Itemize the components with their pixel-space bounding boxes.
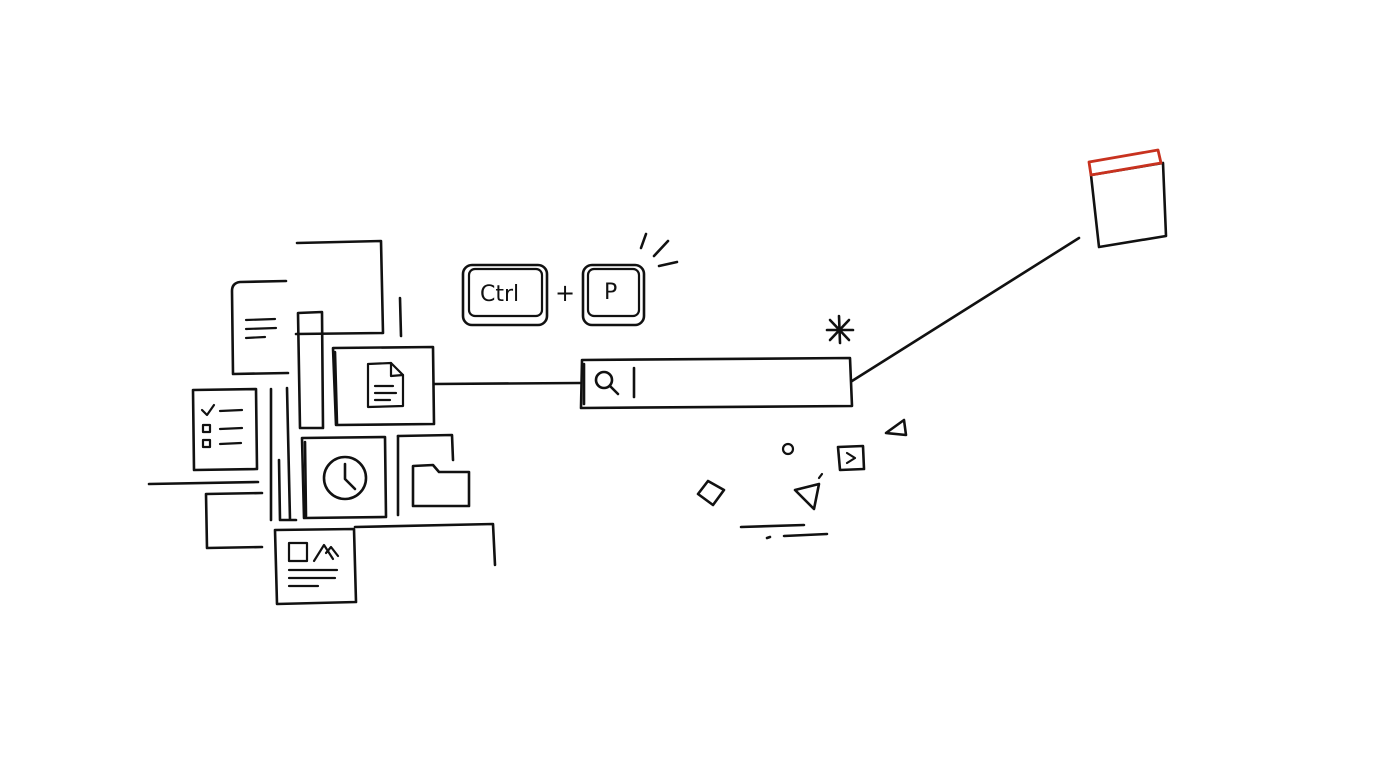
folder-tile xyxy=(396,433,471,517)
app-tile-cluster xyxy=(147,239,582,606)
checklist-icon xyxy=(191,387,259,472)
ctrl-key-label: Ctrl xyxy=(480,282,519,307)
target-window xyxy=(1087,148,1168,249)
tile-large-back-side xyxy=(398,296,403,338)
image-card-tile xyxy=(273,527,358,606)
connector-line-right xyxy=(850,236,1081,383)
folder-icon xyxy=(411,463,471,508)
key-press-burst xyxy=(639,232,679,268)
command-palette-search xyxy=(579,314,855,410)
base-line-left xyxy=(147,480,260,486)
search-bar xyxy=(579,356,854,410)
keyboard-shortcut: Ctrl + P xyxy=(461,232,679,327)
image-card-icon xyxy=(287,541,340,588)
fragment-underline xyxy=(739,523,829,540)
document-tile xyxy=(331,345,436,427)
terminal-chevron-icon xyxy=(836,444,866,472)
p-key: P xyxy=(581,263,646,327)
tile-large-back xyxy=(294,239,385,336)
tile-lower-left xyxy=(204,491,264,550)
fragment-circle xyxy=(781,442,795,456)
search-icon xyxy=(594,370,620,396)
fragment-diamond xyxy=(696,479,726,507)
plus-sign: + xyxy=(555,279,575,307)
p-key-label: P xyxy=(604,280,617,305)
document-icon xyxy=(366,361,405,409)
tall-panel xyxy=(296,310,325,430)
divider-lines xyxy=(269,386,298,522)
connector-line-left xyxy=(432,381,582,386)
fragment-tick xyxy=(817,472,824,480)
clock-tile xyxy=(300,435,388,520)
ctrl-key: Ctrl xyxy=(461,263,549,327)
text-lines-icon xyxy=(230,279,290,376)
window-title-bar xyxy=(1087,148,1163,177)
sparkle-icon xyxy=(825,314,855,345)
clock-icon xyxy=(322,455,368,501)
fragment-triangle xyxy=(793,482,821,511)
tile-bottom-extension xyxy=(353,522,497,567)
fragment-triangle-small xyxy=(884,418,908,437)
scattered-fragments xyxy=(696,418,908,540)
